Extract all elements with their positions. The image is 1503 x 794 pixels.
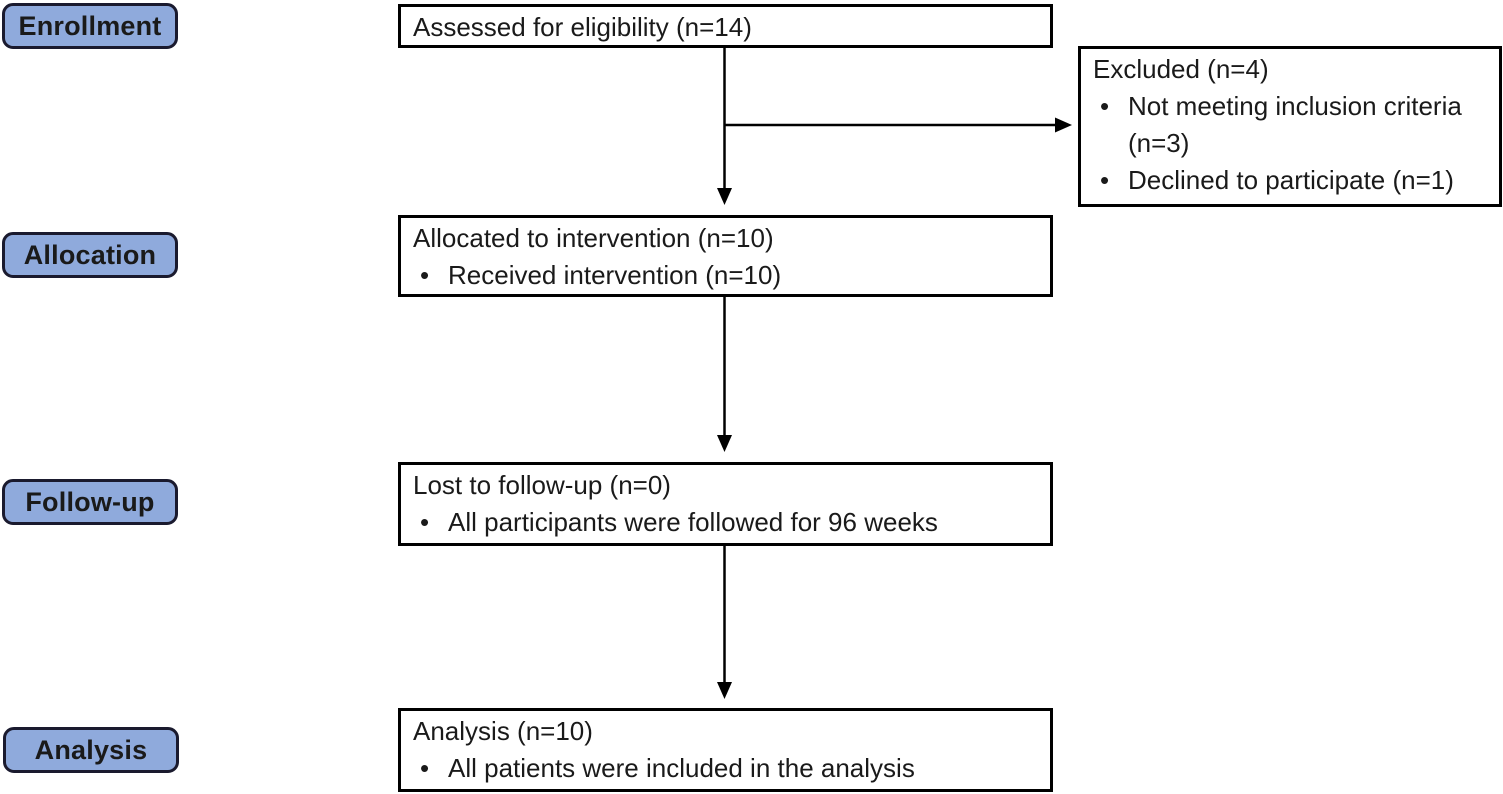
box-analysis: Analysis (n=10) • All patients were incl… (398, 708, 1053, 792)
box-excluded: Excluded (n=4) • Not meeting inclusion c… (1078, 46, 1502, 207)
stage-label-allocation: Allocation (2, 232, 178, 278)
box-title: Lost to follow-up (n=0) (413, 470, 671, 500)
arrow-allocated-to-followup (717, 297, 732, 452)
arrow-assessed-to-allocated (717, 47, 732, 205)
box-allocated-to-intervention: Allocated to intervention (n=10) • Recei… (398, 215, 1053, 297)
bullet-item: • All patients were included in the anal… (413, 750, 1040, 787)
bullet-text: All participants were followed for 96 we… (448, 507, 938, 537)
bullet-marker: • (1100, 91, 1110, 121)
bullet-text: Not meeting inclusion criteria (n=3) (1128, 91, 1462, 158)
arrow-followup-to-analysis (717, 546, 732, 699)
bullet-marker: • (420, 753, 430, 783)
bullet-marker: • (1100, 165, 1110, 195)
bullet-item: • Declined to participate (n=1) (1093, 162, 1489, 199)
stage-label-analysis: Analysis (3, 727, 179, 773)
box-assessed-for-eligibility: Assessed for eligibility (n=14) (398, 4, 1053, 48)
box-title: Assessed for eligibility (n=14) (413, 12, 752, 42)
arrow-assessed-to-excluded (724, 117, 1072, 133)
bullet-marker: • (420, 260, 430, 290)
box-title: Excluded (n=4) (1093, 54, 1269, 84)
box-lost-to-follow-up: Lost to follow-up (n=0) • All participan… (398, 462, 1053, 546)
stage-label-follow-up: Follow-up (2, 479, 178, 525)
stage-label-enrollment: Enrollment (2, 3, 178, 49)
box-title: Allocated to intervention (n=10) (413, 223, 774, 253)
bullet-item: • Received intervention (n=10) (413, 257, 1040, 294)
bullet-text: Declined to participate (n=1) (1128, 165, 1454, 195)
bullet-text: All patients were included in the analys… (448, 753, 915, 783)
bullet-item: • Not meeting inclusion criteria (n=3) (1093, 88, 1489, 162)
bullet-item: • All participants were followed for 96 … (413, 504, 1040, 541)
bullet-marker: • (420, 507, 430, 537)
box-title: Analysis (n=10) (413, 716, 593, 746)
bullet-text: Received intervention (n=10) (448, 260, 782, 290)
